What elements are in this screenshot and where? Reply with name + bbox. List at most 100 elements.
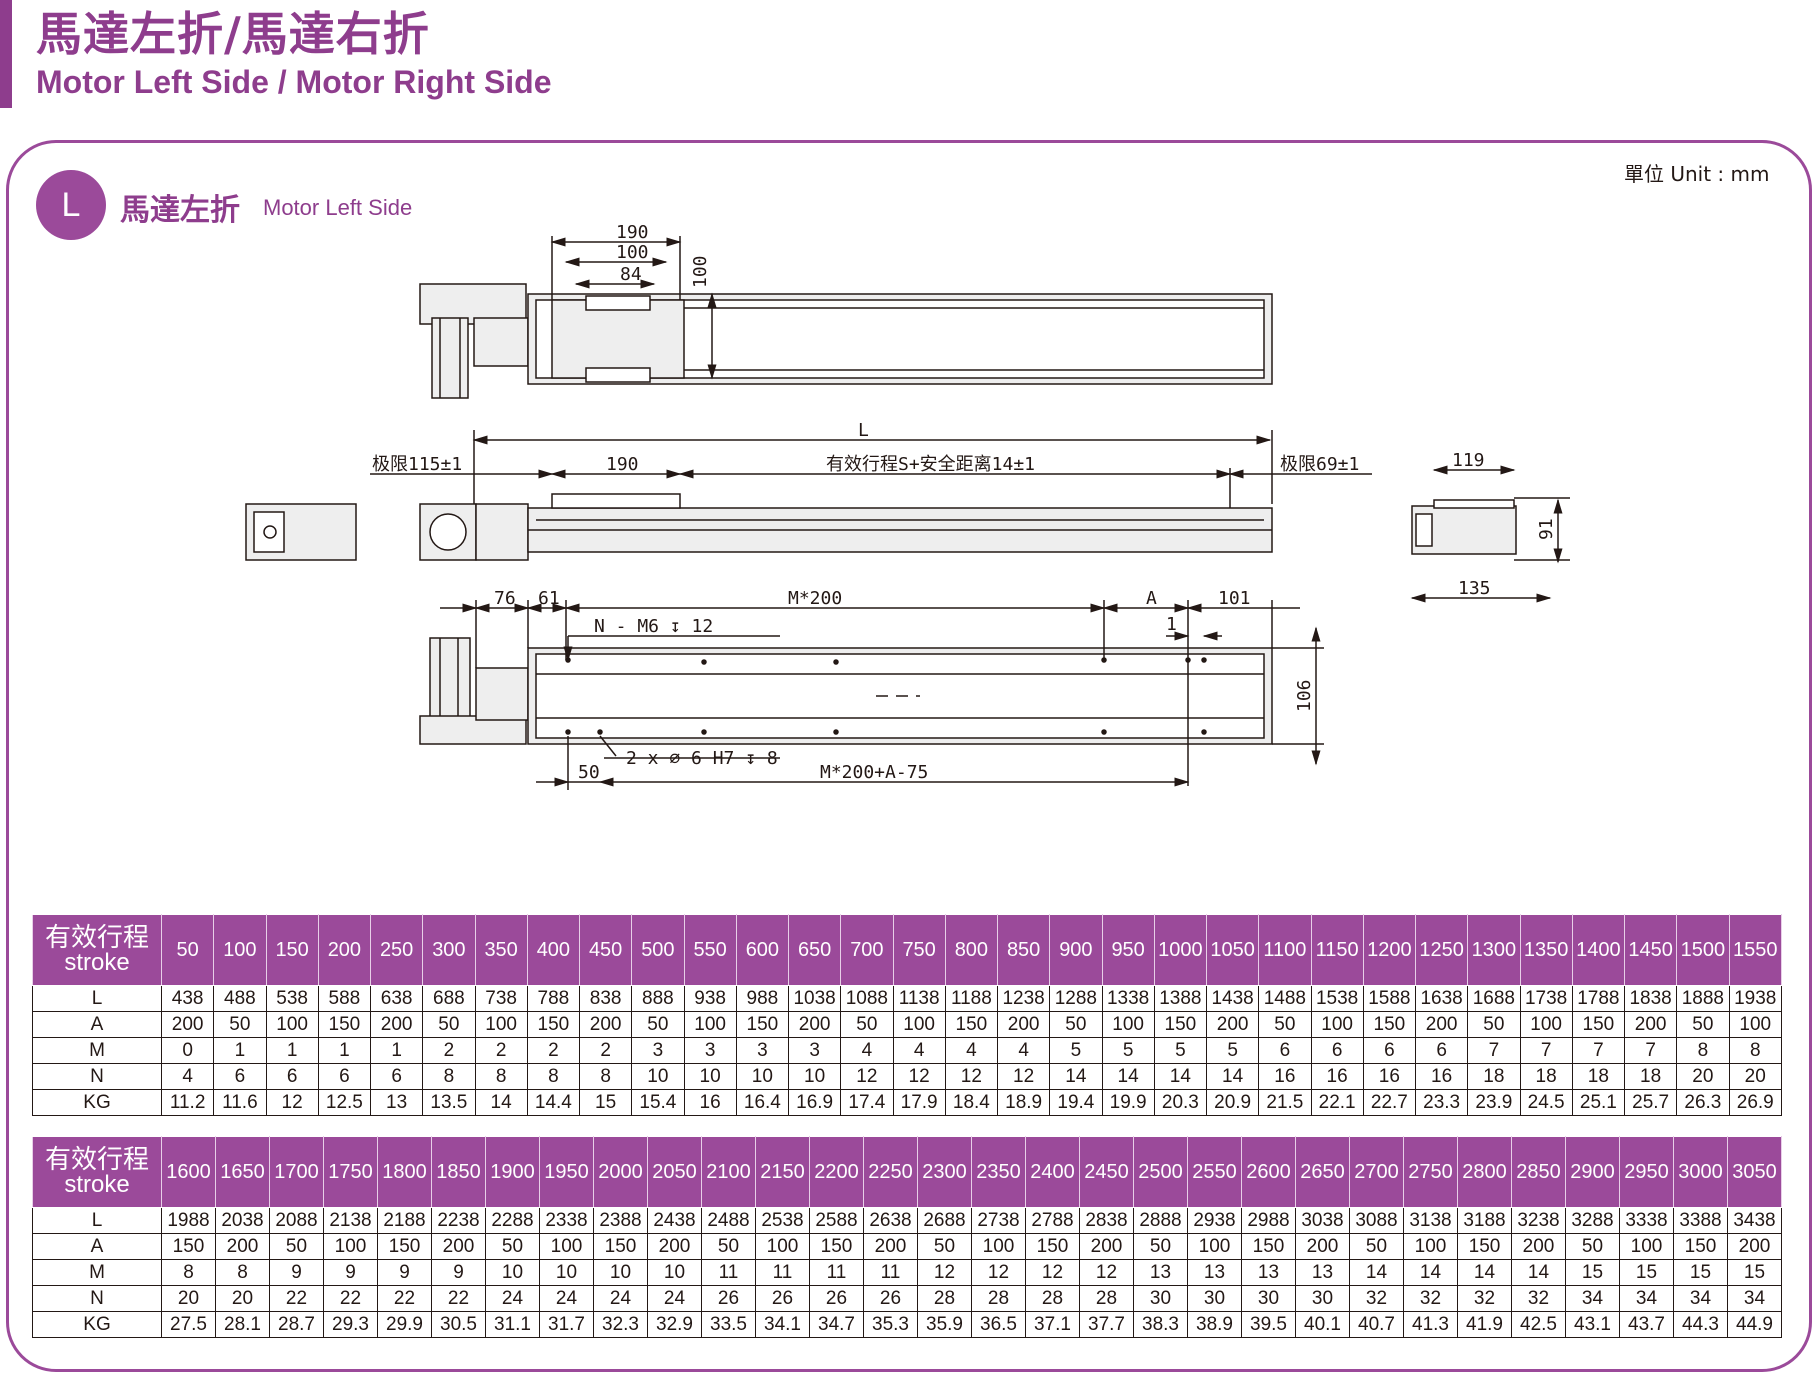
table-cell: 14 [1153,1063,1208,1090]
row-label-cell: A [32,1011,162,1038]
table-cell: 1938 [1728,985,1782,1012]
table-cell: 2488 [701,1207,756,1234]
table-cell: 28 [1079,1285,1134,1312]
table-cell: 200 [369,1011,424,1038]
stroke-value-cell: 700 [840,914,894,986]
table-cell: 1338 [1101,985,1155,1012]
table-cell: 200 [1079,1233,1134,1260]
table-cell: 16.4 [735,1089,790,1116]
table-cell: 10 [787,1063,842,1090]
table-cell: 34.1 [755,1311,810,1338]
table-cell: 8 [161,1259,216,1286]
table-cell: 28 [1025,1285,1080,1312]
table-cell: 4 [840,1037,894,1064]
row-label-cell: M [32,1037,162,1064]
table-cell: 32 [1457,1285,1512,1312]
stroke-value-cell: 3050 [1727,1136,1782,1208]
table-cell: 2388 [593,1207,648,1234]
table-cell: 1888 [1676,985,1730,1012]
table-cell: 3188 [1457,1207,1512,1234]
table-cell: 15 [1673,1259,1728,1286]
table-cell: 1188 [944,985,999,1012]
table-cell: 200 [215,1233,270,1260]
table-cell: 888 [631,985,685,1012]
table-cell: 50 [1676,1011,1730,1038]
table-cell: 150 [1571,1011,1626,1038]
table-cell: 2588 [809,1207,864,1234]
table-cell: 2788 [1025,1207,1080,1234]
table-cell: 100 [971,1233,1026,1260]
stroke-header-en: stroke [64,1171,130,1198]
table-cell: 1638 [1414,985,1469,1012]
stroke-value-cell: 1550 [1728,914,1782,986]
row-label-cell: L [32,985,162,1012]
table-cell: 2288 [485,1207,540,1234]
bottom-view [419,600,1324,790]
dim-100-vert: 100 [690,255,711,288]
dim-91: 91 [1536,518,1557,540]
table-cell: 588 [317,985,372,1012]
stroke-value-cell: 250 [369,914,424,986]
table-cell: 14 [1101,1063,1155,1090]
table-cell: 37.1 [1025,1311,1080,1338]
table-cell: 50 [213,1011,267,1038]
stroke-value-cell: 400 [526,914,581,986]
table-cell: 37.7 [1079,1311,1134,1338]
table-cell: 200 [647,1233,702,1260]
table-cell: 8 [422,1063,476,1090]
table-cell: 988 [735,985,790,1012]
table-cell: 1138 [892,985,946,1012]
table-cell: 15 [1619,1259,1674,1286]
table-cell: 200 [1511,1233,1566,1260]
table-cell: 10 [647,1259,702,1286]
stroke-value-cell: 2950 [1619,1136,1674,1208]
table-cell: 200 [1727,1233,1782,1260]
table-cell: 100 [539,1233,594,1260]
table-cell: 30.5 [431,1311,486,1338]
table-cell: 26 [863,1285,918,1312]
table-cell: 26 [701,1285,756,1312]
table-cell: 26.3 [1676,1089,1730,1116]
table-cell: 21.5 [1258,1089,1312,1116]
unit-label: 單位 Unit : mm [1624,162,1770,186]
stroke-value-cell: 2050 [647,1136,702,1208]
table-cell: 10 [631,1063,685,1090]
stroke-value-cell: 2100 [701,1136,756,1208]
table-cell: 38.9 [1187,1311,1242,1338]
table-cell: 22 [323,1285,378,1312]
table-cell: 22.7 [1362,1089,1417,1116]
table-cell: 1688 [1467,985,1521,1012]
table-cell: 15.4 [631,1089,685,1116]
table-cell: 100 [1728,1011,1782,1038]
table-cell: 24 [539,1285,594,1312]
page-title-en: Motor Left Side / Motor Right Side [36,64,552,100]
table-cell: 14 [1511,1259,1566,1286]
table-cell: 18 [1623,1063,1678,1090]
dim-190-mid: 190 [606,454,639,475]
stroke-value-cell: 1350 [1519,914,1573,986]
table-cell: 32 [1511,1285,1566,1312]
table-cell: 1538 [1310,985,1364,1012]
table-cell: 10 [539,1259,594,1286]
table-cell: 2738 [971,1207,1026,1234]
table-cell: 24 [647,1285,702,1312]
stroke-value-cell: 2550 [1187,1136,1242,1208]
stroke-value-cell: 650 [787,914,842,986]
table-cell: 19.9 [1101,1089,1155,1116]
table-cell: 6 [1258,1037,1312,1064]
technical-drawing: 190 100 84 100 L 极限115±1 190 有效行程S+安全距离1… [245,222,1570,790]
row-label-cell: M [32,1259,162,1286]
effective-stroke: 有效行程S+安全距离14±1 [826,454,1035,475]
table-cell: 150 [593,1233,648,1260]
section-title-en: Motor Left Side [263,195,413,220]
table-cell: 6 [1414,1037,1469,1064]
table-cell: 16.9 [787,1089,842,1116]
stroke-value-cell: 2750 [1403,1136,1458,1208]
stroke-value-cell: 2500 [1133,1136,1188,1208]
table-cell: 17.4 [840,1089,894,1116]
stroke-value-cell: 1100 [1258,914,1312,986]
table-cell: 1738 [1519,985,1573,1012]
row-label-cell: KG [32,1311,162,1338]
